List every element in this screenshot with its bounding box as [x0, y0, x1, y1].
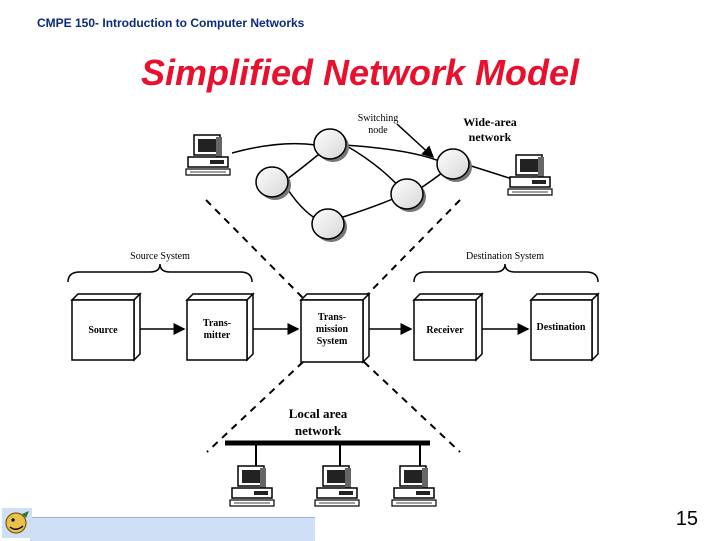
transmission-system-label: Trans-: [318, 312, 346, 323]
source-box-label: Source: [88, 325, 118, 336]
transmission-system-box: [299, 292, 371, 364]
wide-area-network-label: Wide-area: [463, 115, 517, 129]
lan-computer-icon: [391, 465, 437, 507]
switching-node-label: Switching: [358, 113, 399, 124]
wide-area-network-label: network: [469, 130, 512, 144]
destination-box-label: Destination: [537, 322, 586, 333]
footer-course-title: CMPE 150- Introduction to Computer Netwo…: [37, 16, 305, 30]
switching-node-icon: [436, 148, 473, 183]
dashed-zoom-lines: [205, 199, 461, 453]
transmission-system-label: System: [317, 336, 348, 347]
switching-node-label: node: [368, 125, 388, 136]
lan-computer-icon: [229, 465, 275, 507]
course-logo-icon: [2, 508, 32, 538]
transmission-system-label: mission: [316, 324, 349, 335]
page-number: 15: [675, 508, 698, 530]
destination-system-label: Destination System: [466, 251, 544, 262]
lan-bus: [225, 440, 430, 466]
transmitter-box-label: mitter: [204, 330, 231, 341]
footer-bar: [30, 517, 315, 541]
switching-node-icon: [390, 178, 427, 213]
slide-footer: [0, 505, 315, 541]
destination-box: [529, 292, 600, 362]
switching-node-icon: [311, 208, 348, 243]
wan-source-computer-icon: [185, 134, 231, 176]
source-system-label: Source System: [130, 251, 190, 262]
transmitter-box-label: Trans-: [203, 318, 231, 329]
local-area-network-label: network: [295, 423, 342, 438]
switching-node-icon: [313, 128, 350, 163]
wan-destination-computer-icon: [507, 154, 553, 196]
system-braces: [67, 263, 599, 283]
local-area-network-label: Local area: [289, 406, 348, 421]
receiver-box: [412, 292, 484, 362]
receiver-box-label: Receiver: [426, 325, 464, 336]
slide-title: Simplified Network Model: [140, 52, 580, 93]
switching-node-icon: [255, 166, 292, 201]
lan-computer-icon: [314, 465, 360, 507]
transmitter-box: [185, 292, 255, 362]
source-box: [70, 292, 142, 362]
